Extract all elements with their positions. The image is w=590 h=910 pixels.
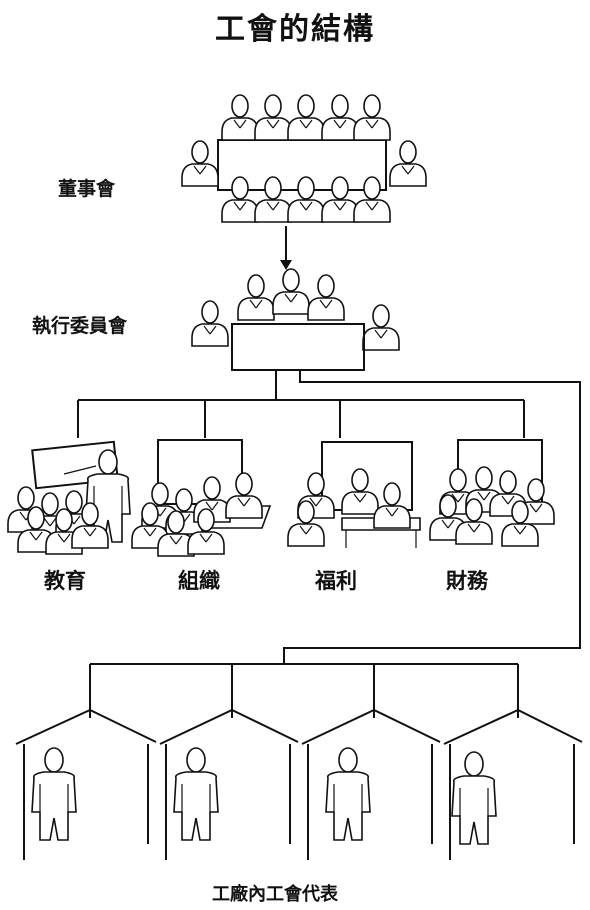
board-illustration xyxy=(181,94,427,223)
representative-figure xyxy=(31,747,77,841)
exec-member xyxy=(307,274,345,321)
factory-representatives-label: 工廠內工會代表 xyxy=(212,884,338,905)
member-figure xyxy=(225,472,263,519)
executive-illustration xyxy=(191,268,400,371)
member-figure xyxy=(341,468,379,515)
factory-house-1 xyxy=(15,708,157,860)
representative-figure xyxy=(451,751,497,845)
board-member xyxy=(287,176,325,223)
representative-figure xyxy=(173,747,219,841)
dept-label-organization: 組織 xyxy=(178,569,220,593)
board-member xyxy=(287,94,325,141)
board-member xyxy=(221,94,259,141)
board-member xyxy=(221,176,259,223)
dept-education-illustration xyxy=(7,440,131,555)
exec-member xyxy=(272,268,310,315)
arrow-head xyxy=(280,260,292,270)
factory-house-4 xyxy=(443,708,583,860)
dept-label-finance: 財務 xyxy=(446,569,488,593)
dept-label-welfare: 福利 xyxy=(315,569,357,593)
board-member xyxy=(254,176,292,223)
executive-committee-label: 執行委員會 xyxy=(32,315,128,337)
dept-label-education: 教育 xyxy=(44,569,86,593)
board-member xyxy=(181,140,219,187)
page-title: 工會的結構 xyxy=(215,12,375,47)
dept-finance-illustration xyxy=(429,439,555,547)
dept-welfare-illustration xyxy=(287,441,421,548)
board-member xyxy=(389,140,427,187)
representative-figure xyxy=(325,747,371,841)
exec-member xyxy=(362,304,400,351)
board-member xyxy=(353,94,391,141)
board-member xyxy=(353,176,391,223)
board-label: 董事會 xyxy=(58,178,116,200)
factory-house-2 xyxy=(159,708,299,860)
board-member xyxy=(321,176,359,223)
board-member xyxy=(254,94,292,141)
factory-house-3 xyxy=(301,708,441,860)
exec-member xyxy=(237,274,275,321)
member-figure xyxy=(373,482,411,529)
org-connectors xyxy=(77,370,581,718)
exec-table xyxy=(231,323,365,371)
board-member xyxy=(321,94,359,141)
exec-member xyxy=(191,300,229,347)
dept-organization-illustration xyxy=(131,439,272,557)
